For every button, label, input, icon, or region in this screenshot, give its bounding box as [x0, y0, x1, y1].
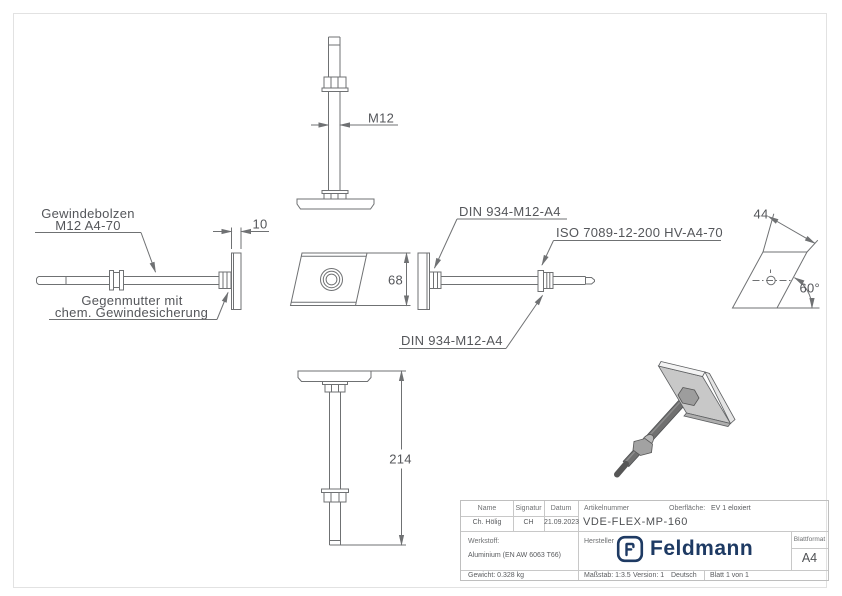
- title-block: Name Signatur Datum Ch. Hölig CH 21.09.2…: [460, 500, 829, 581]
- tb-artikelnummer: VDE-FLEX-MP-160: [583, 516, 688, 528]
- dim-plate-angle: 60°: [800, 281, 821, 296]
- plate-top-view: 68: [289, 252, 411, 307]
- tb-datum: 21.09.2023: [544, 519, 580, 526]
- tb-oberflaeche: EV 1 eloxiert: [711, 505, 751, 512]
- dim-plate-width: 44: [754, 207, 769, 222]
- tb-blattformat: A4: [801, 551, 818, 565]
- label-bolt-line1: Gewindebolzen: [41, 206, 135, 221]
- label-bolt-line2: M12 A4-70: [55, 218, 121, 233]
- label-locknut-line1: Gegenmutter mit: [81, 293, 182, 308]
- feldmann-logo-text: Feldmann: [650, 537, 754, 560]
- tb-line: [461, 531, 828, 532]
- bottom-view: 214: [297, 370, 412, 546]
- tb-blatt: Blatt 1 von 1: [710, 571, 749, 579]
- tb-header-blattformat: Blattformat: [793, 535, 826, 543]
- dim-plate-height: 68: [388, 273, 403, 288]
- tb-header-artikelnummer: Artikelnummer: [584, 505, 630, 512]
- tb-werkstoff: Aluminium (EN AW 6063 T66): [468, 551, 561, 559]
- tb-gewicht: Gewicht: 0.328 kg: [468, 571, 525, 579]
- tb-header-signatur: Signatur: [515, 504, 542, 512]
- tb-line: [578, 501, 579, 580]
- tb-header-werkstoff: Werkstoff:: [468, 537, 500, 545]
- front-view: M12: [296, 36, 398, 210]
- dim-plate-thickness: 10: [253, 217, 268, 232]
- dim-length: 214: [389, 452, 412, 467]
- label-washer: ISO 7089-12-200 HV-A4-70: [556, 225, 723, 240]
- label-nut-bottom: DIN 934-M12-A4: [401, 333, 503, 348]
- tb-line: [791, 531, 792, 570]
- tb-header-datum: Datum: [550, 504, 572, 512]
- label-locknut-line2: chem. Gewindesicherung: [55, 305, 208, 320]
- dim-m12: M12: [368, 111, 394, 126]
- tb-version: Version: 1: [633, 571, 665, 579]
- tb-name: Ch. Hölig: [472, 519, 502, 526]
- tb-line: [791, 548, 828, 549]
- tb-signatur: CH: [523, 519, 534, 526]
- manufacturer-logo: Feldmann: [616, 535, 753, 563]
- tb-line: [704, 570, 705, 580]
- tb-sprache: Deutsch: [671, 571, 697, 579]
- feldmann-logo-icon: [616, 535, 644, 563]
- plate-angle-view: 44 60°: [731, 207, 821, 309]
- side-view-left: 10 Gewindebolzen M12 A4-70 Gegenmutter m…: [35, 206, 269, 320]
- label-nut-top: DIN 934-M12-A4: [459, 204, 561, 219]
- isometric-view: [614, 361, 736, 478]
- page-border: [13, 13, 827, 588]
- tb-header-hersteller: Hersteller: [584, 538, 614, 545]
- side-view-right: DIN 934-M12-A4 ISO 7089-12-200 HV-A4-70 …: [399, 204, 723, 349]
- tb-header-name: Name: [477, 504, 497, 512]
- tb-line: [461, 570, 828, 571]
- tb-line: [461, 516, 578, 517]
- tb-massstab: Maßstab: 1:3.5: [584, 571, 631, 579]
- tb-header-oberflaeche: Oberfläche:: [669, 505, 706, 512]
